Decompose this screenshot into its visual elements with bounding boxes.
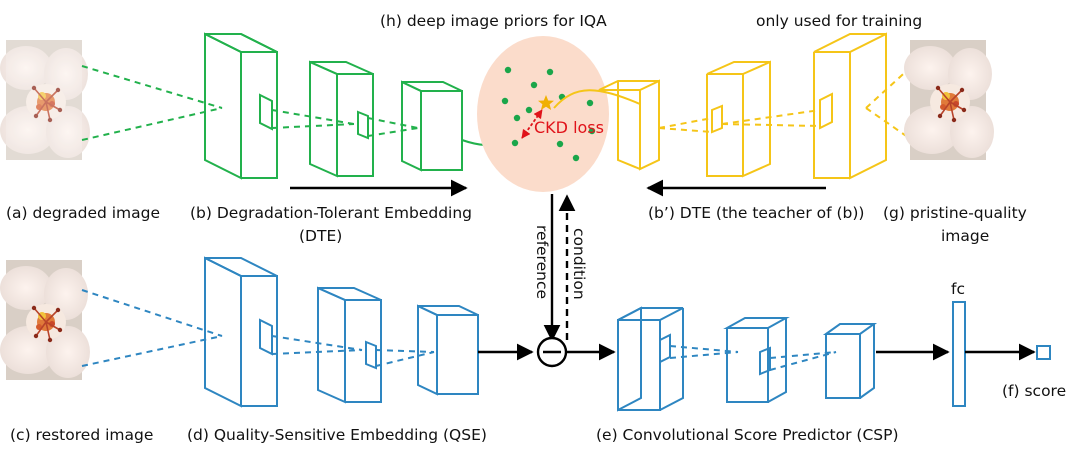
dte-student-encoder (81, 32, 516, 180)
label-dte: (b) Degradation-Tolerant Embedding (190, 204, 472, 222)
label-deep-image-priors: (h) deep image priors for IQA (380, 12, 607, 30)
label-qse: (d) Quality-Sensitive Embedding (QSE) (187, 426, 487, 444)
label-degraded-image: (a) degraded image (6, 204, 160, 222)
label-fc: fc (951, 280, 965, 298)
label-restored-image: (c) restored image (10, 426, 153, 444)
circled-minus-icon (536, 336, 568, 368)
star-icon (538, 95, 554, 110)
degraded-image (0, 39, 91, 161)
label-ckd-loss: CKD loss (534, 118, 604, 137)
label-reference: reference (533, 225, 551, 299)
csp-predictor (617, 306, 878, 412)
label-dte-teacher: (b’) DTE (the teacher of (b)) (648, 204, 864, 222)
qse-encoder (81, 256, 479, 408)
pristine-image (903, 39, 995, 161)
label-csp: (e) Convolutional Score Predictor (CSP) (596, 426, 899, 444)
deep-image-priors-region (477, 36, 609, 192)
label-score: (f) score (1002, 382, 1066, 400)
dte-teacher-encoder (553, 32, 913, 180)
label-dte-abbrev: (DTE) (299, 227, 342, 245)
label-condition: condition (570, 228, 588, 300)
ckd-loss-arrow (521, 109, 543, 139)
score-box (1036, 345, 1051, 360)
label-pristine-image: image (941, 227, 989, 245)
fc-layer (952, 301, 966, 407)
label-only-training: only used for training (756, 12, 922, 30)
label-pristine: (g) pristine-quality (883, 204, 1027, 222)
restored-image (0, 259, 91, 381)
